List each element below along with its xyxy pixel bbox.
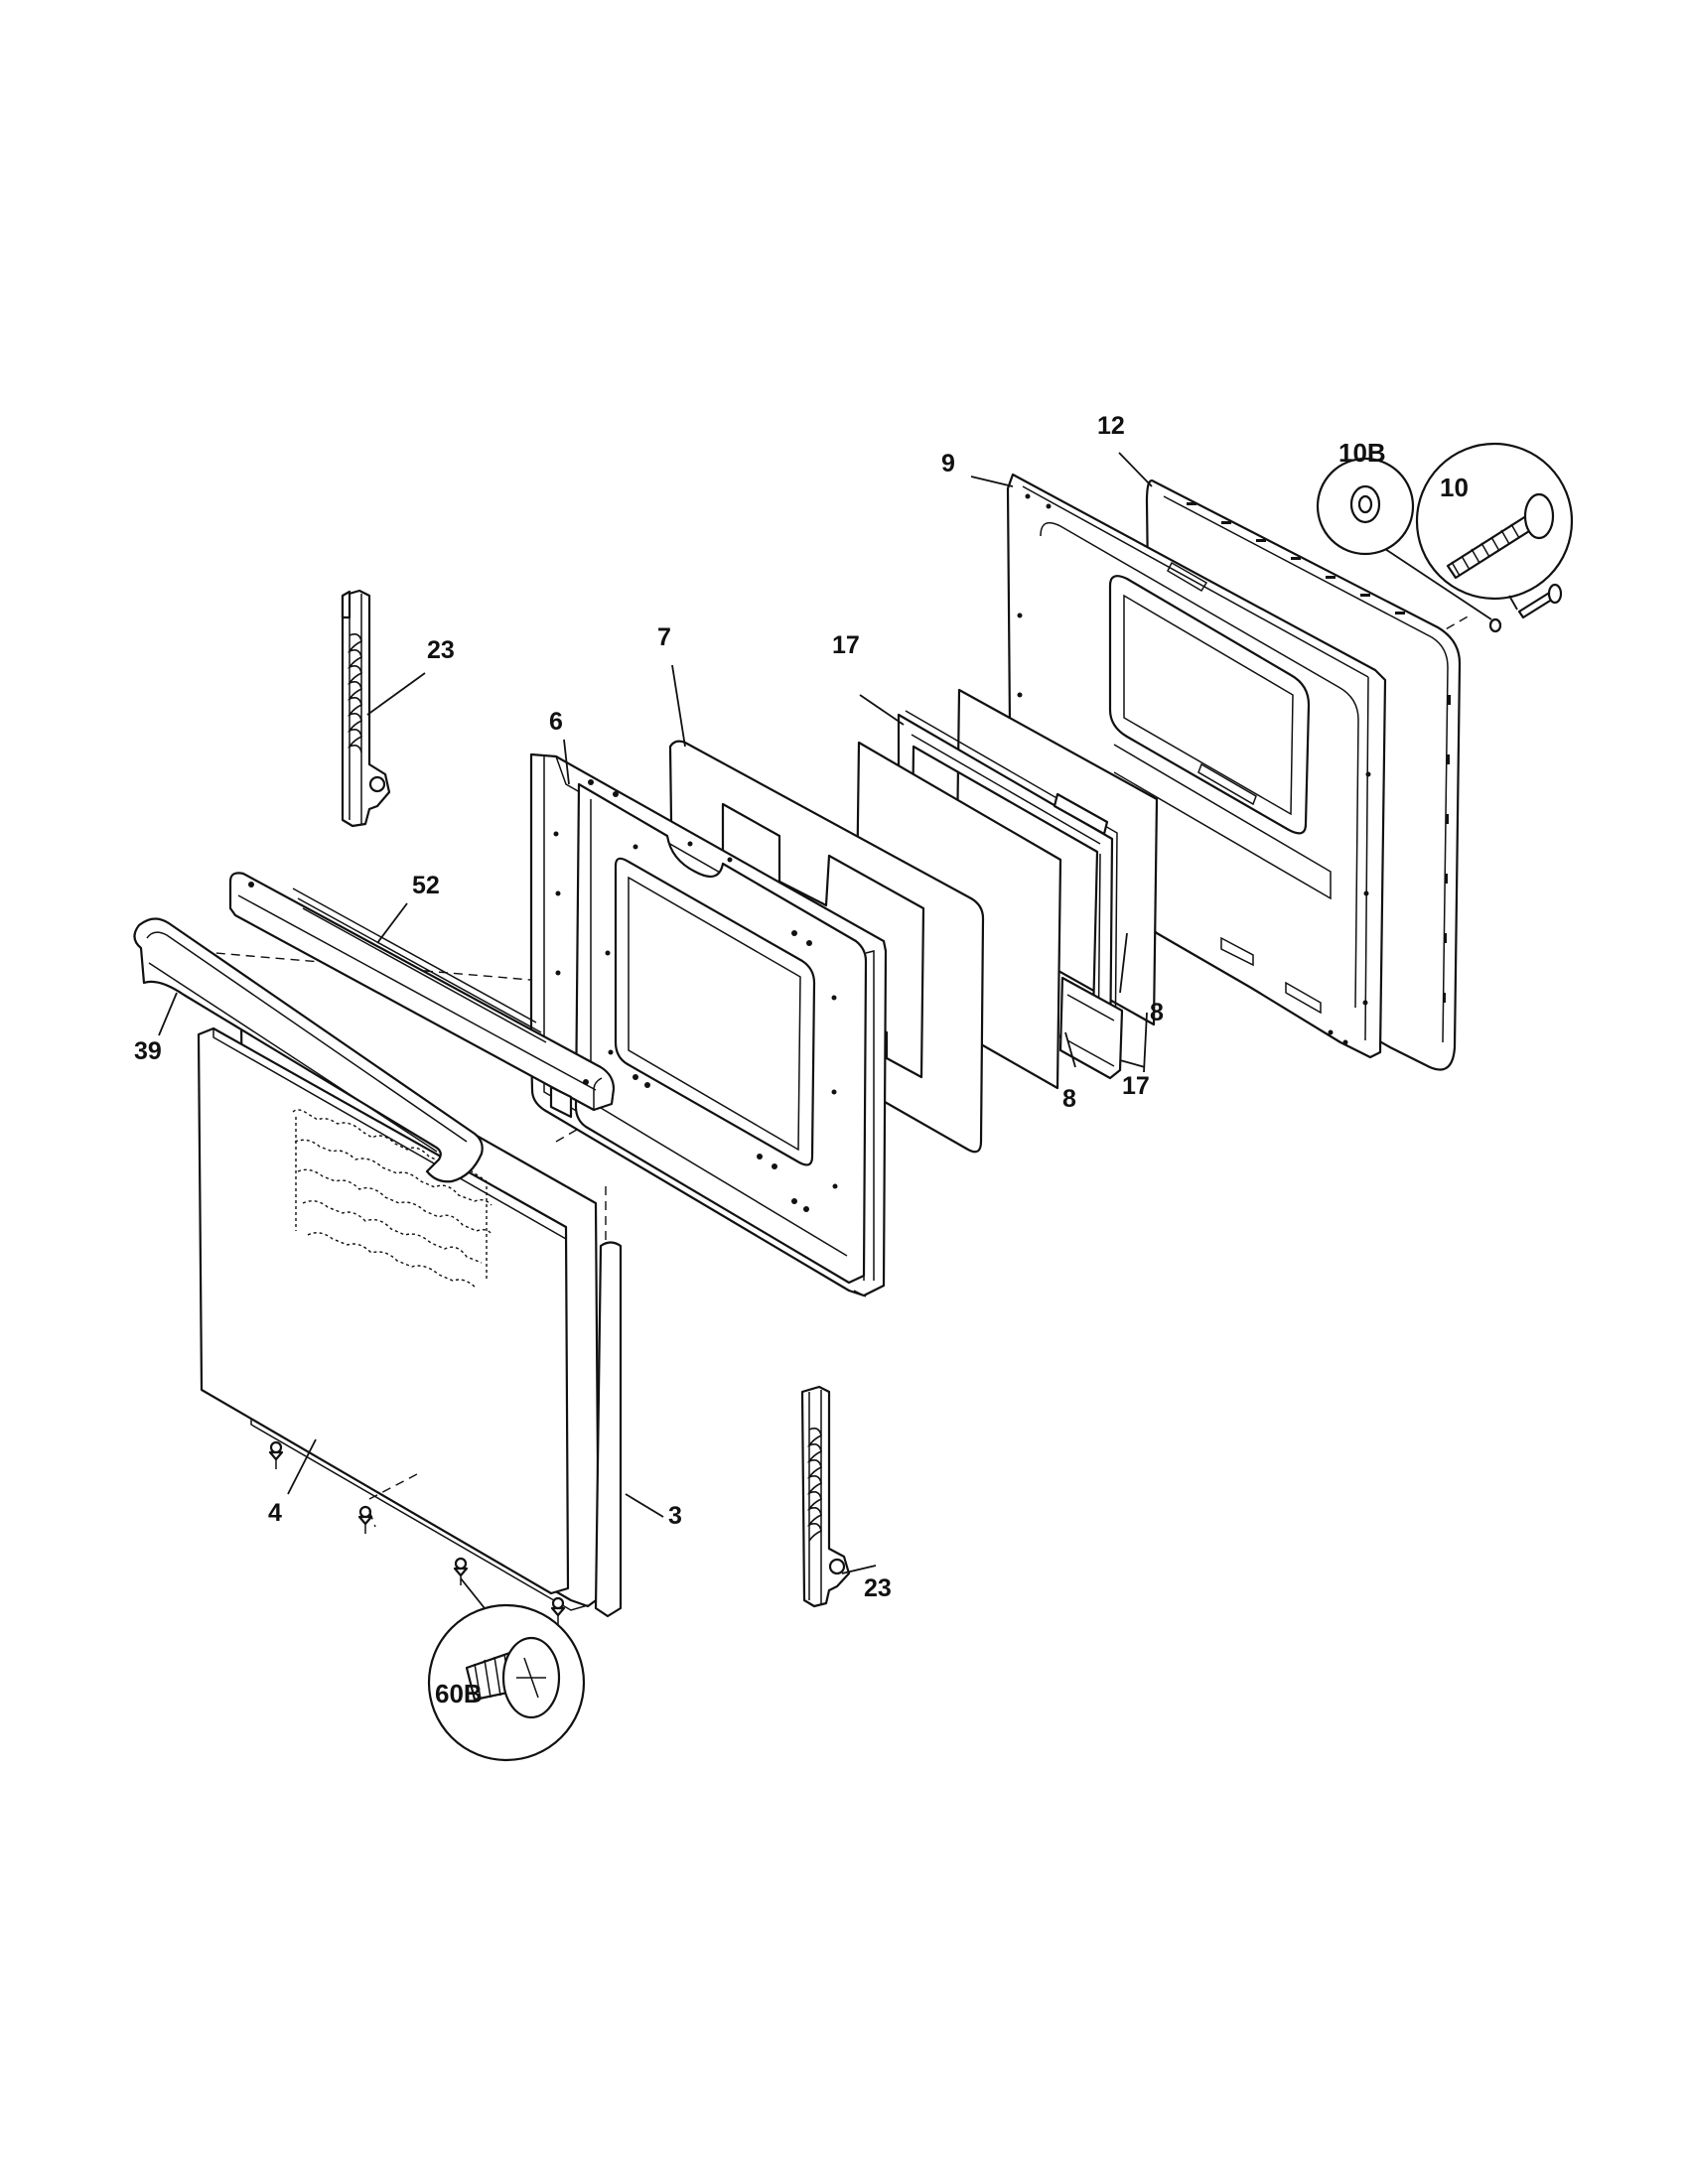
glass-print-pattern [292,1109,493,1290]
leader-lines [158,452,1153,1574]
screw-1 [268,1440,284,1469]
label-17a: 17 [832,631,860,659]
label-17b: 17 [1122,1072,1150,1100]
part-17-glass-frame-lower [1058,976,1124,1080]
part-52-door-trim [228,872,616,1119]
part-9-inner-door-liner [1006,473,1387,1059]
label-10: 10 [1440,473,1469,502]
label-10b: 10B [1338,438,1386,468]
label-8a: 8 [1062,1085,1076,1113]
screw-3 [453,1557,469,1585]
label-6: 6 [549,708,563,736]
part-6-door-frame [529,752,888,1297]
label-12: 12 [1097,412,1125,440]
label-23a: 23 [427,636,455,664]
part-4-outer-door-glass [197,1026,570,1595]
screw-2 [357,1505,373,1534]
part-10-screw-installed [1488,583,1563,633]
bottom-screws [268,1440,566,1625]
callout-10-screw [1415,442,1574,611]
part-labels: 3 4 6 7 17 9 12 8 8 17 23 23 39 52 10B 1… [134,412,1469,1708]
label-52: 52 [412,872,440,899]
label-23b: 23 [864,1574,892,1602]
callout-60b-screw [427,1577,586,1762]
label-4: 4 [268,1499,282,1527]
callout-10b-washer [1316,457,1492,620]
label-7: 7 [657,623,671,651]
part-23-hinge-lower [800,1385,851,1608]
label-39: 39 [134,1037,162,1065]
label-9: 9 [941,450,955,478]
part-23-hinge-upper [341,589,391,828]
part-39-door-handle [133,917,484,1183]
label-3: 3 [668,1502,682,1530]
screw-4 [550,1596,566,1625]
label-8b: 8 [1150,999,1164,1026]
label-60b: 60B [435,1679,483,1708]
